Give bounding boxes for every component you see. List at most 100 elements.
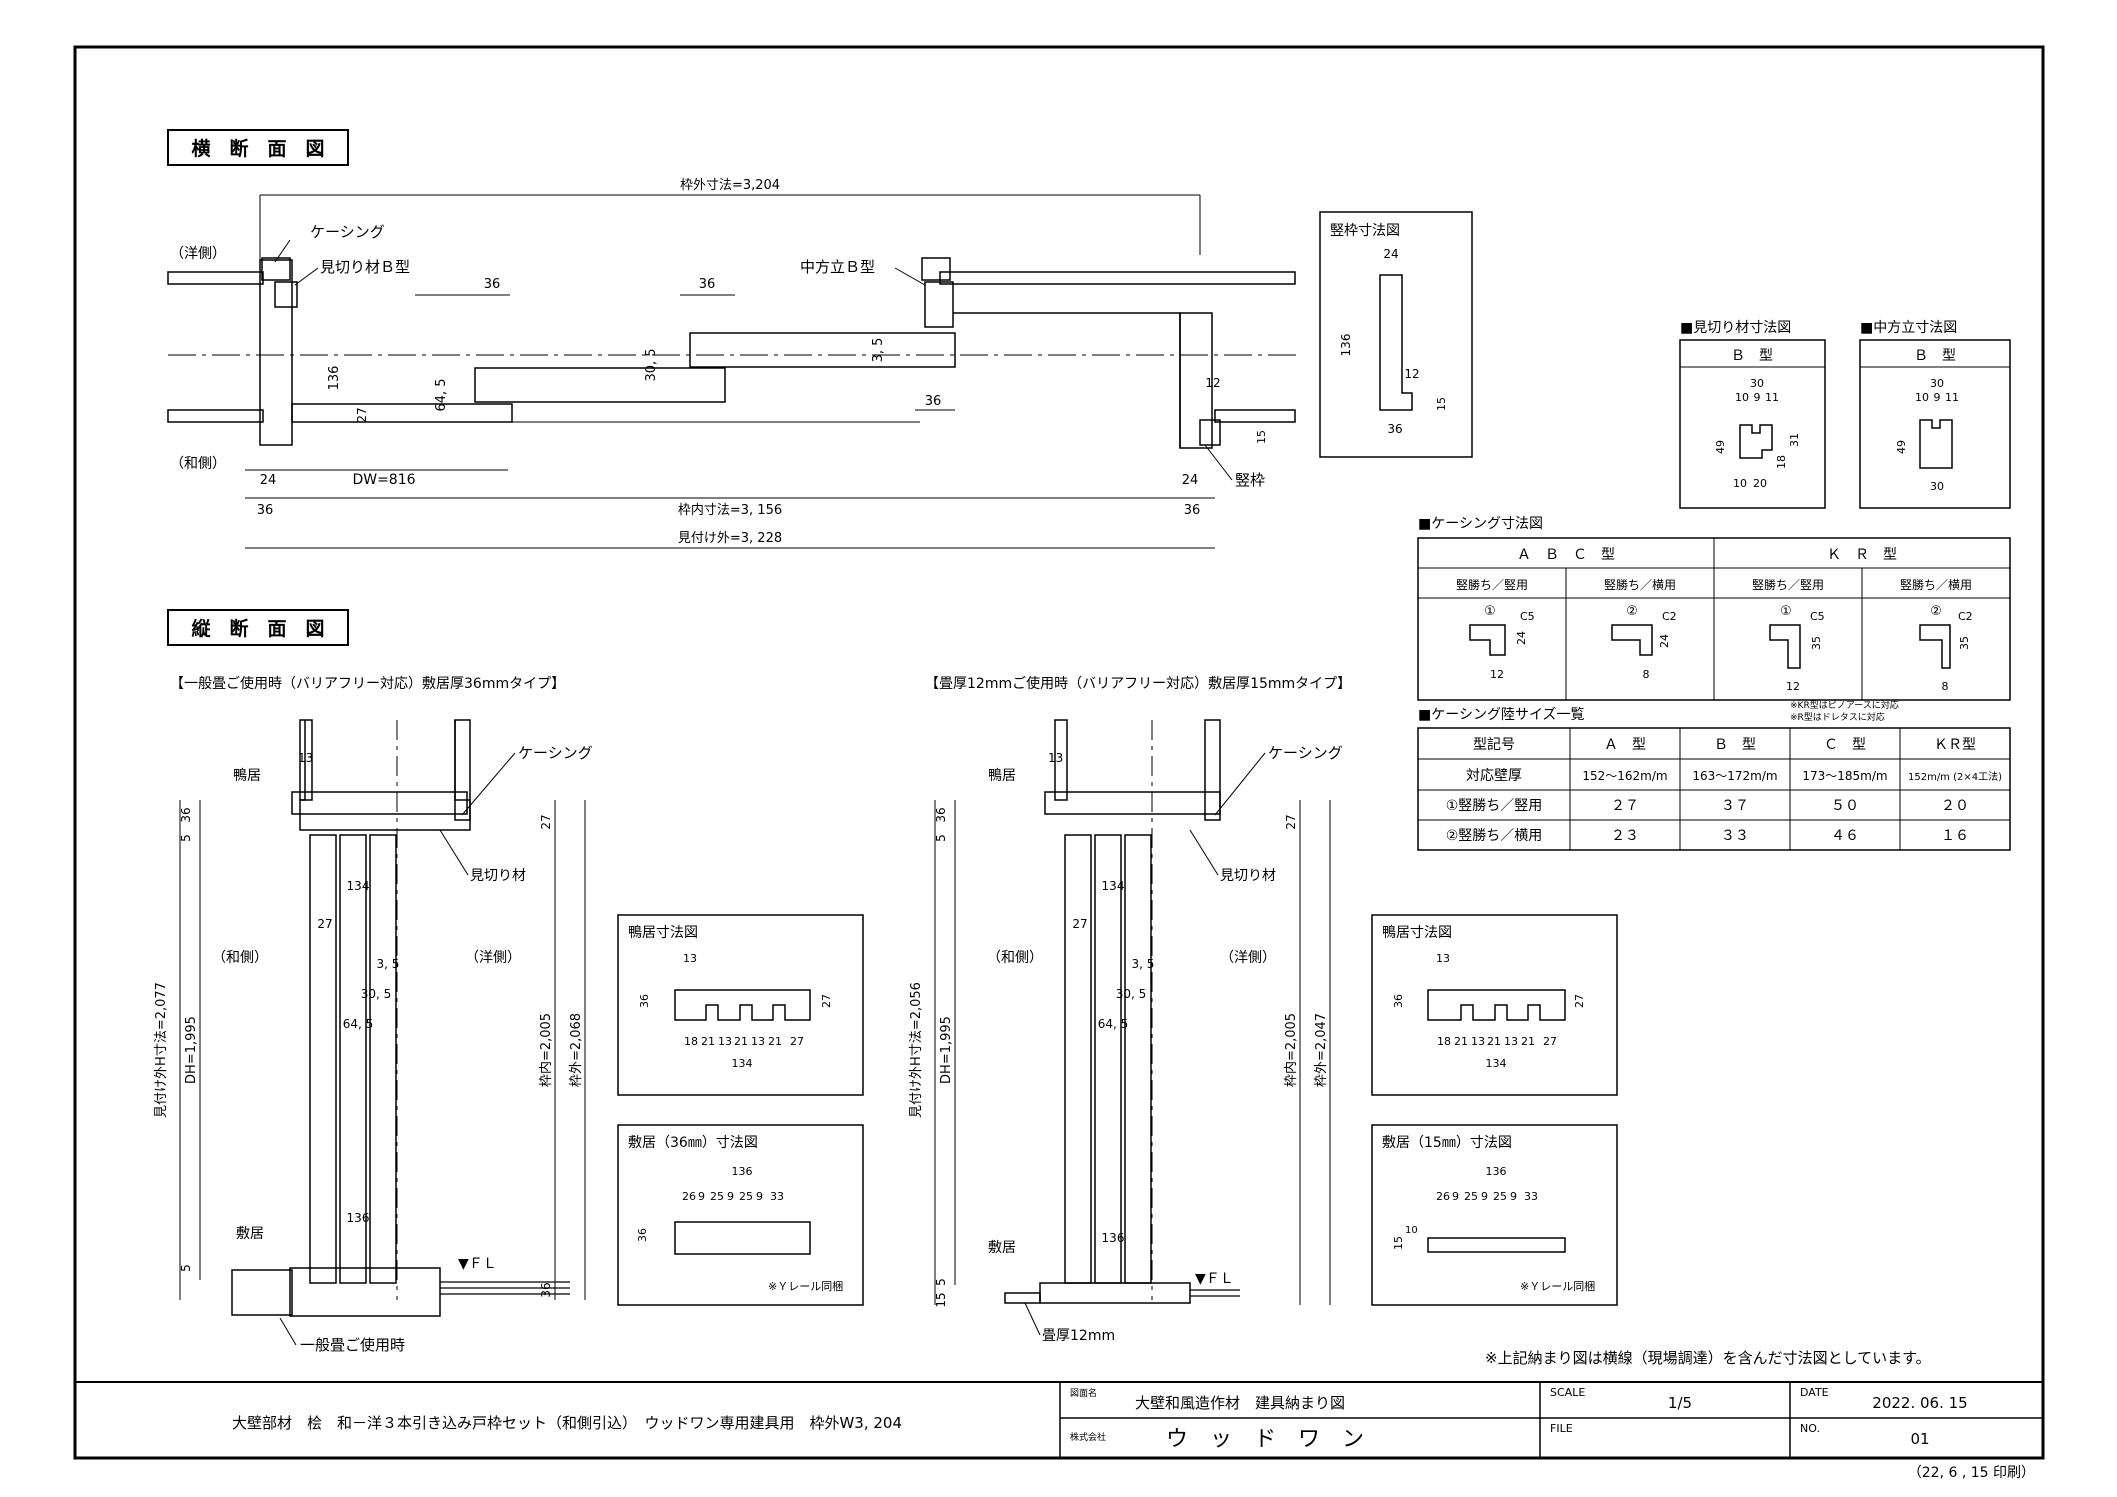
- svg-text:64, 5: 64, 5: [343, 1017, 374, 1031]
- nakahoudate: [924, 281, 954, 328]
- svg-text:134: 134: [1102, 879, 1125, 893]
- svg-text:※Ｙレール同梱: ※Ｙレール同梱: [1520, 1279, 1595, 1293]
- vertical-title-box: [167, 609, 349, 646]
- svg-text:36: 36: [1392, 994, 1405, 1008]
- inner-frame-dim: 枠内寸法=3, 156: [678, 502, 782, 518]
- svg-text:36: 36: [179, 807, 193, 822]
- visible-outer-dim: 見付け外=3, 228: [678, 531, 782, 546]
- casing-profile-2: ② C2 8 24: [1611, 604, 1677, 681]
- western-side-label: （洋側）: [170, 246, 226, 262]
- door-panel-3: [369, 834, 397, 1284]
- svg-text:36: 36: [934, 807, 948, 822]
- svg-text:5: 5: [179, 834, 193, 842]
- casing-profile-3: ① C5 12 35: [1769, 604, 1825, 693]
- tatewaku-label: 竪枠: [1235, 471, 1265, 489]
- scale-value: 1/5: [1668, 1394, 1692, 1412]
- svg-text:13: 13: [683, 952, 697, 965]
- wall-western-right: [939, 271, 1296, 285]
- svg-text:35: 35: [1810, 636, 1823, 650]
- mikiri-detail-box: [1679, 339, 1826, 509]
- svg-text:13: 13: [298, 751, 313, 765]
- sheet-border: [73, 45, 2045, 1460]
- date-value: 2022. 06. 15: [1872, 1394, 1967, 1412]
- svg-text:163～172m/m: 163～172m/m: [1692, 769, 1777, 783]
- drawing-name: 大壁和風造作材 建具納まり図: [1135, 1394, 1345, 1412]
- right-dh: DH=1,995: [939, 1016, 954, 1084]
- svg-text:27: 27: [317, 917, 332, 931]
- casing-size-row-wall: 対応壁厚 152～162m/m 163～172m/m 173～185m/m 15…: [1466, 768, 2002, 784]
- svg-text:ＫＲ型: ＫＲ型: [1934, 737, 1976, 753]
- svg-text:21: 21: [701, 1035, 715, 1048]
- svg-text:173～185m/m: 173～185m/m: [1802, 769, 1887, 783]
- casing-profile-1: ① C5 12 24: [1469, 604, 1535, 681]
- svg-text:136: 136: [1339, 334, 1353, 357]
- svg-text:畳厚12mm: 畳厚12mm: [1042, 1328, 1115, 1344]
- horizontal-title-box: [167, 129, 349, 166]
- svg-text:9: 9: [1510, 1190, 1517, 1203]
- svg-text:24: 24: [1383, 247, 1398, 261]
- svg-text:136: 136: [732, 1165, 753, 1178]
- svg-text:3, 5: 3, 5: [1132, 957, 1155, 971]
- svg-text:※R型はドレタスに対応: ※R型はドレタスに対応: [1790, 711, 1885, 723]
- svg-text:21: 21: [734, 1035, 748, 1048]
- svg-text:Ｂ 型: Ｂ 型: [1731, 348, 1773, 364]
- door-panel-r1: [1064, 834, 1092, 1284]
- drawing-number: 01: [1910, 1430, 1929, 1448]
- left-mikiri: [274, 281, 298, 308]
- casing-label: ケーシング: [310, 223, 385, 241]
- horizontal-section-title: 横 断 面 図: [191, 137, 324, 160]
- svg-text:24: 24: [1515, 631, 1528, 645]
- kamoi-detail-right: 鴨居寸法図 13 36 27 18 21 13 21 13 21 27 134: [1371, 914, 1618, 1096]
- door-1: [291, 403, 513, 423]
- svg-text:３７: ３７: [1721, 798, 1749, 814]
- svg-text:鴨居: 鴨居: [233, 768, 261, 784]
- svg-text:36: 36: [1184, 503, 1201, 518]
- svg-text:竪勝ち／竪用: 竪勝ち／竪用: [1456, 577, 1528, 592]
- svg-text:13: 13: [718, 1035, 732, 1048]
- svg-text:49: 49: [1895, 440, 1908, 454]
- svg-text:11: 11: [1945, 391, 1959, 404]
- door-panel-r2: [1094, 834, 1122, 1284]
- mikiri-label: 見切り材Ｂ型: [320, 258, 410, 276]
- right-outer-h: 枠外=2,047: [1314, 1013, 1329, 1087]
- svg-text:敷居（36㎜）寸法図: 敷居（36㎜）寸法図: [628, 1135, 758, 1151]
- casing-detail-title: ■ケーシング寸法図: [1418, 516, 1543, 532]
- svg-text:24: 24: [260, 473, 277, 488]
- right-visible-h: 見付け外H寸法=2,056: [909, 982, 924, 1118]
- svg-text:竪勝ち／横用: 竪勝ち／横用: [1900, 577, 1972, 592]
- right-wall-right: [1204, 719, 1221, 821]
- door-3: [689, 332, 956, 368]
- svg-text:13: 13: [1048, 751, 1063, 765]
- svg-text:9: 9: [698, 1190, 705, 1203]
- nakahoudate-label: 中方立Ｂ型: [800, 258, 875, 276]
- svg-text:33: 33: [1524, 1190, 1538, 1203]
- svg-text:Ｋ Ｒ 型: Ｋ Ｒ 型: [1827, 547, 1897, 563]
- svg-text:18: 18: [684, 1035, 698, 1048]
- right-frame-line: [953, 312, 1181, 448]
- nakahoudate-profile: [1919, 419, 1953, 469]
- svg-text:25: 25: [1493, 1190, 1507, 1203]
- svg-text:②: ②: [1626, 604, 1638, 619]
- svg-text:（和側）: （和側）: [212, 950, 268, 966]
- svg-text:Ａ Ｂ Ｃ 型: Ａ Ｂ Ｃ 型: [1517, 547, 1615, 563]
- tatewaku-detail-title: 竪枠寸法図: [1330, 223, 1400, 239]
- svg-text:敷居: 敷居: [988, 1240, 1016, 1256]
- svg-text:27: 27: [355, 407, 369, 422]
- tatami-right: [1004, 1292, 1041, 1304]
- svg-text:136: 136: [1102, 1231, 1125, 1245]
- svg-text:27: 27: [1573, 994, 1586, 1008]
- shikii-left: [289, 1267, 441, 1317]
- svg-text:11: 11: [1765, 391, 1779, 404]
- wall-western-left: [167, 271, 264, 285]
- left-visible-h: 見付け外H寸法=2,077: [154, 982, 169, 1118]
- nakahoudate-detail-title: ■中方立寸法図: [1860, 320, 1957, 336]
- svg-text:13: 13: [1504, 1035, 1518, 1048]
- left-wall-right: [1054, 719, 1068, 801]
- svg-text:134: 134: [347, 879, 370, 893]
- svg-text:竪勝ち／横用: 竪勝ち／横用: [1604, 577, 1676, 592]
- svg-text:見切り材: 見切り材: [1220, 868, 1276, 884]
- svg-text:36: 36: [925, 394, 942, 409]
- svg-text:24: 24: [1658, 634, 1671, 648]
- left-outer-h: 枠外=2,068: [569, 1013, 584, 1087]
